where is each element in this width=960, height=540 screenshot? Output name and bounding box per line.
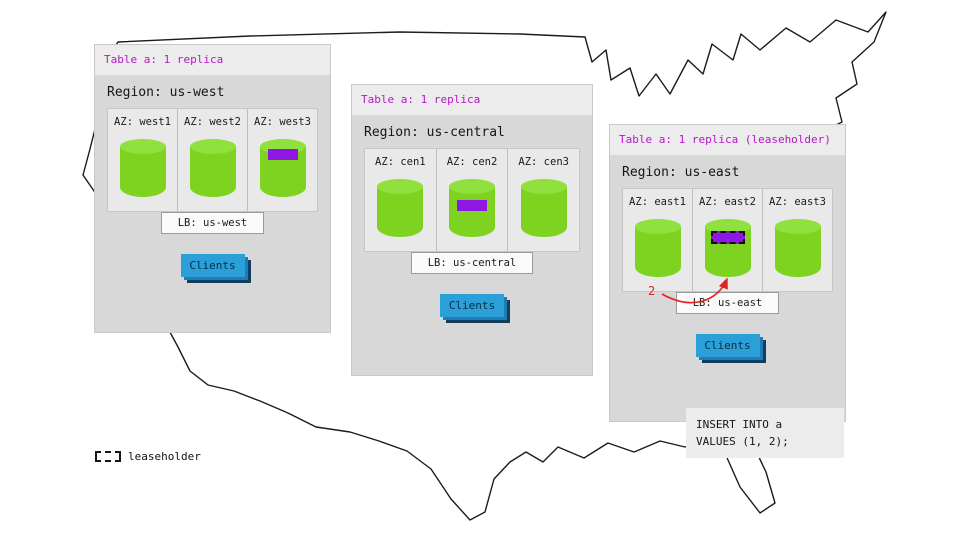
az-label: AZ: east1 (629, 196, 686, 208)
load-balancer-box: LB: us-central (410, 252, 534, 274)
load-balancer-box: LB: us-west (160, 212, 265, 234)
table-replica-label: Table a: 1 replica (leaseholder) (610, 125, 845, 155)
region-panel-us-east: Table a: 1 replica (leaseholder) Region:… (610, 125, 845, 421)
az-label: AZ: west3 (254, 116, 311, 128)
region-panel-us-west: Table a: 1 replica Region: us-west AZ: w… (95, 45, 330, 332)
az-column: AZ: west2 (178, 109, 248, 211)
cylinder-body (520, 187, 567, 237)
clients-box: Clients (440, 294, 504, 317)
database-node-icon (704, 219, 751, 277)
az-column: AZ: west1 (108, 109, 178, 211)
az-label: AZ: west2 (184, 116, 241, 128)
az-column: AZ: cen1 (365, 149, 437, 251)
cylinder-body (119, 147, 166, 197)
database-node-icon (449, 179, 495, 237)
database-node-icon (634, 219, 681, 277)
sql-statement-box: INSERT INTO a VALUES (1, 2); (686, 408, 844, 459)
cylinder-top (377, 179, 424, 194)
replica-range-chip (457, 200, 487, 211)
cylinder-top (189, 139, 236, 154)
az-label: AZ: east3 (769, 196, 826, 208)
az-group: AZ: west1 AZ: west2 AZ: west3 (107, 108, 318, 212)
region-title: Region: us-east (622, 165, 740, 180)
az-label: AZ: cen2 (446, 156, 498, 168)
leaseholder-replica-chip (710, 231, 745, 244)
az-column: AZ: east1 (623, 189, 693, 291)
az-group: AZ: cen1 AZ: cen2 AZ: cen3 (364, 148, 580, 252)
cylinder-body (189, 147, 236, 197)
sql-line-2: VALUES (1, 2); (696, 435, 789, 449)
az-column: AZ: west3 (248, 109, 317, 211)
az-column: AZ: cen2 (437, 149, 509, 251)
az-group: AZ: east1 AZ: east2 AZ: east3 (622, 188, 833, 292)
cylinder-top (774, 219, 821, 234)
replica-range-chip (267, 149, 298, 160)
clients-box: Clients (180, 254, 245, 277)
load-balancer-box: LB: us-east (675, 292, 780, 314)
az-label: AZ: east2 (699, 196, 756, 208)
sql-line-1: INSERT INTO a (696, 418, 783, 431)
az-label: AZ: cen3 (518, 156, 569, 168)
region-panel-us-central: Table a: 1 replica Region: us-central AZ… (352, 85, 592, 375)
database-node-icon (259, 139, 306, 197)
az-column: AZ: cen3 (508, 149, 579, 251)
cylinder-top (634, 219, 681, 234)
write-value-label: 2 (648, 284, 656, 298)
database-node-icon (377, 179, 424, 237)
region-title: Region: us-west (107, 85, 225, 100)
az-label: AZ: west1 (114, 116, 171, 128)
cylinder-body (774, 227, 821, 277)
clients-box: Clients (695, 334, 760, 357)
table-replica-label: Table a: 1 replica (95, 45, 330, 75)
table-replica-label: Table a: 1 replica (352, 85, 592, 115)
legend-leaseholder: leaseholder (95, 450, 201, 463)
az-label: AZ: cen1 (375, 156, 426, 168)
database-node-icon (774, 219, 821, 277)
cylinder-body (449, 187, 495, 237)
legend-label: leaseholder (128, 450, 201, 463)
cylinder-body (377, 187, 424, 237)
az-column: AZ: east3 (763, 189, 832, 291)
database-node-icon (520, 179, 567, 237)
database-node-icon (189, 139, 236, 197)
leaseholder-swatch-icon (95, 451, 121, 462)
cylinder-top (119, 139, 166, 154)
az-column: AZ: east2 (693, 189, 763, 291)
cylinder-top (520, 179, 567, 194)
cylinder-body (634, 227, 681, 277)
cylinder-top (449, 179, 495, 194)
region-title: Region: us-central (364, 125, 505, 140)
database-node-icon (119, 139, 166, 197)
